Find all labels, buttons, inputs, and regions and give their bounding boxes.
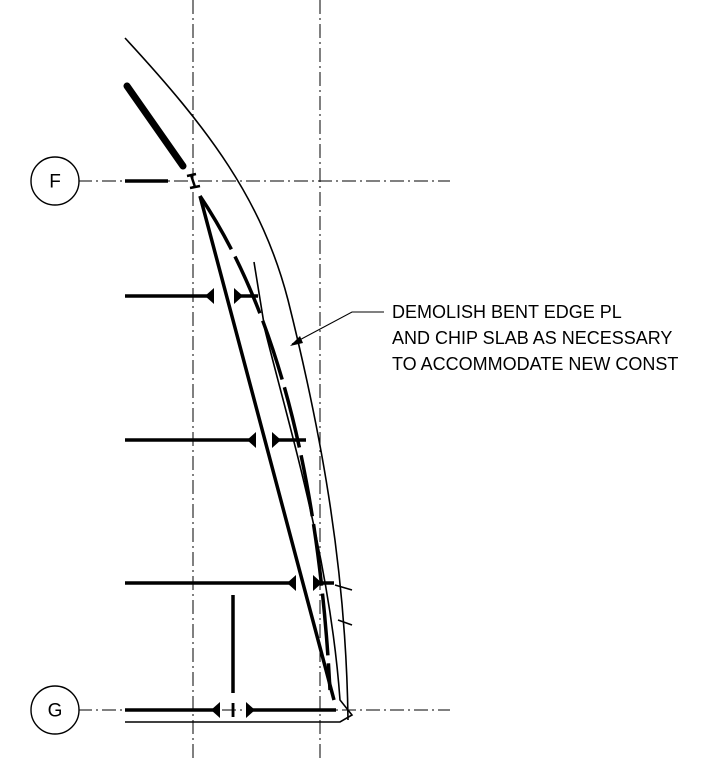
existing-edge-plate bbox=[123, 82, 187, 170]
connection-mark-beam-3 bbox=[247, 432, 256, 448]
tie-2-mark bbox=[234, 288, 243, 304]
slab-step-tick-2 bbox=[337, 619, 353, 626]
note-line-3: TO ACCOMMODATE NEW CONST bbox=[392, 354, 678, 374]
slab-step-tick bbox=[334, 584, 353, 591]
note-leader-arrow bbox=[290, 336, 303, 346]
note-line-1: DEMOLISH BENT EDGE PL bbox=[392, 302, 622, 322]
grid-bubble-f-label: F bbox=[49, 172, 61, 193]
slab-edge-stepped bbox=[125, 261, 354, 723]
connection-mark-g-left bbox=[211, 702, 220, 718]
slab-edge-arc bbox=[124, 37, 349, 721]
diagonal-member-inner bbox=[198, 195, 336, 701]
diagonal-member-outer bbox=[198, 195, 332, 691]
connection-mark-g-right bbox=[246, 702, 255, 718]
connection-mark-beam-2 bbox=[205, 288, 214, 304]
tie-4-mark bbox=[313, 575, 322, 591]
note-line-2: AND CHIP SLAB AS NECESSARY bbox=[392, 328, 672, 348]
section-mark-bottom: I bbox=[230, 700, 236, 722]
grid-bubble-g-label: G bbox=[48, 701, 63, 722]
section-mark-bottom-label: I bbox=[230, 700, 236, 722]
tie-3-mark bbox=[272, 432, 281, 448]
note-leader-line bbox=[291, 311, 384, 345]
grid-bubble-f: F bbox=[30, 156, 80, 206]
grid-bubble-g: G bbox=[30, 685, 80, 735]
connection-mark-beam-4 bbox=[287, 575, 296, 591]
section-mark-top bbox=[186, 172, 201, 190]
